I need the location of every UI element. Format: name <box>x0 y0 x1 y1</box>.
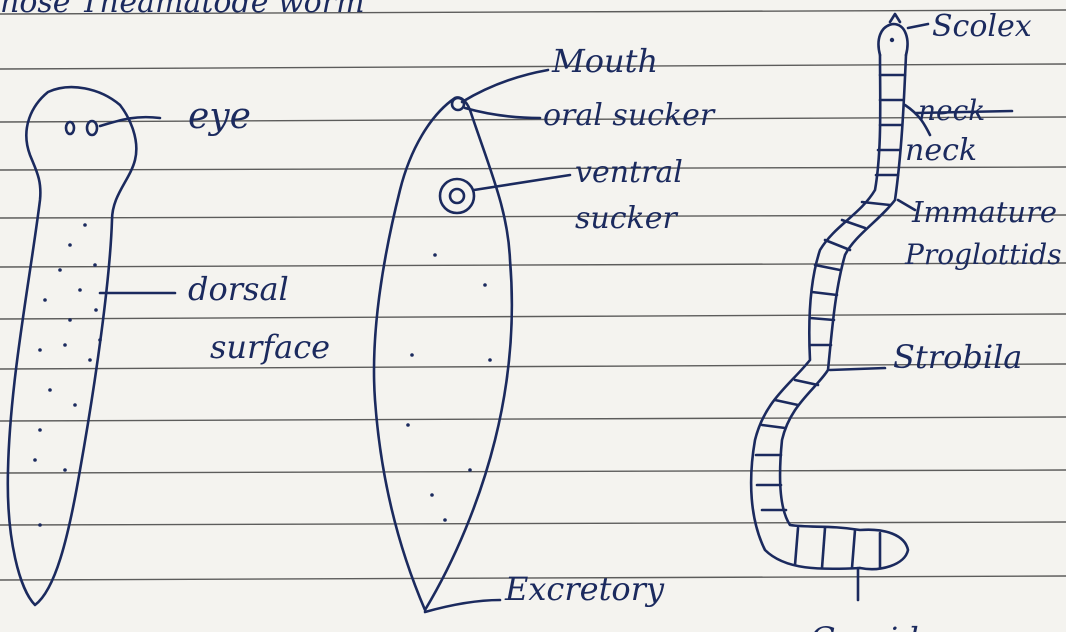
fluke-dots <box>406 253 492 522</box>
eye-spot-left <box>66 122 74 134</box>
label-excretory: Excretory <box>504 570 665 608</box>
label-gravid-partial: Gravid <box>810 620 919 632</box>
proglottid-segments <box>756 75 905 568</box>
label-immature: Immature <box>911 195 1057 229</box>
tapeworm-right-edge <box>780 55 908 569</box>
label-oral-sucker: oral sucker <box>543 98 716 133</box>
label-proglottids: Proglottids <box>904 238 1062 271</box>
label-mouth: Mouth <box>551 42 658 80</box>
scolex-sucker <box>890 38 894 42</box>
oral-sucker <box>452 98 464 110</box>
fluke-diagram: Mouth oral sucker ventral sucker Excreto… <box>374 42 716 612</box>
ventral-sucker-inner <box>450 189 464 203</box>
label-scolex: Scolex <box>932 9 1032 44</box>
strobila-pointer-line <box>830 368 885 370</box>
excretory-pointer-line <box>425 600 500 612</box>
tapeworm-left-edge <box>751 55 880 569</box>
scolex-pointer-line <box>908 24 928 28</box>
label-dorsal: dorsal <box>188 270 289 308</box>
scolex-hook <box>890 14 900 22</box>
ventral-pointer-line <box>474 175 570 190</box>
eye-spot-right <box>87 121 97 135</box>
mouth-pointer-line <box>462 70 548 102</box>
label-sucker: sucker <box>575 201 678 236</box>
ruled-lines <box>0 10 1066 580</box>
planaria-diagram: eye dorsal surface <box>8 87 330 605</box>
dorsal-dots <box>33 223 102 527</box>
ventral-sucker-outer <box>440 179 474 213</box>
label-ventral: ventral <box>575 155 683 190</box>
page-heading: nose Theamatode worm <box>0 0 365 20</box>
label-strobila: Strobila <box>893 338 1022 376</box>
label-eye: eye <box>188 96 251 137</box>
planaria-body-outline <box>8 87 137 605</box>
fluke-body-outline <box>374 98 512 611</box>
tapeworm-diagram: Scolex neck neck Immature Proglottids St… <box>751 9 1061 632</box>
oral-sucker-pointer-line <box>465 108 540 118</box>
label-surface: surface <box>210 328 330 366</box>
label-neck: neck <box>905 133 977 168</box>
